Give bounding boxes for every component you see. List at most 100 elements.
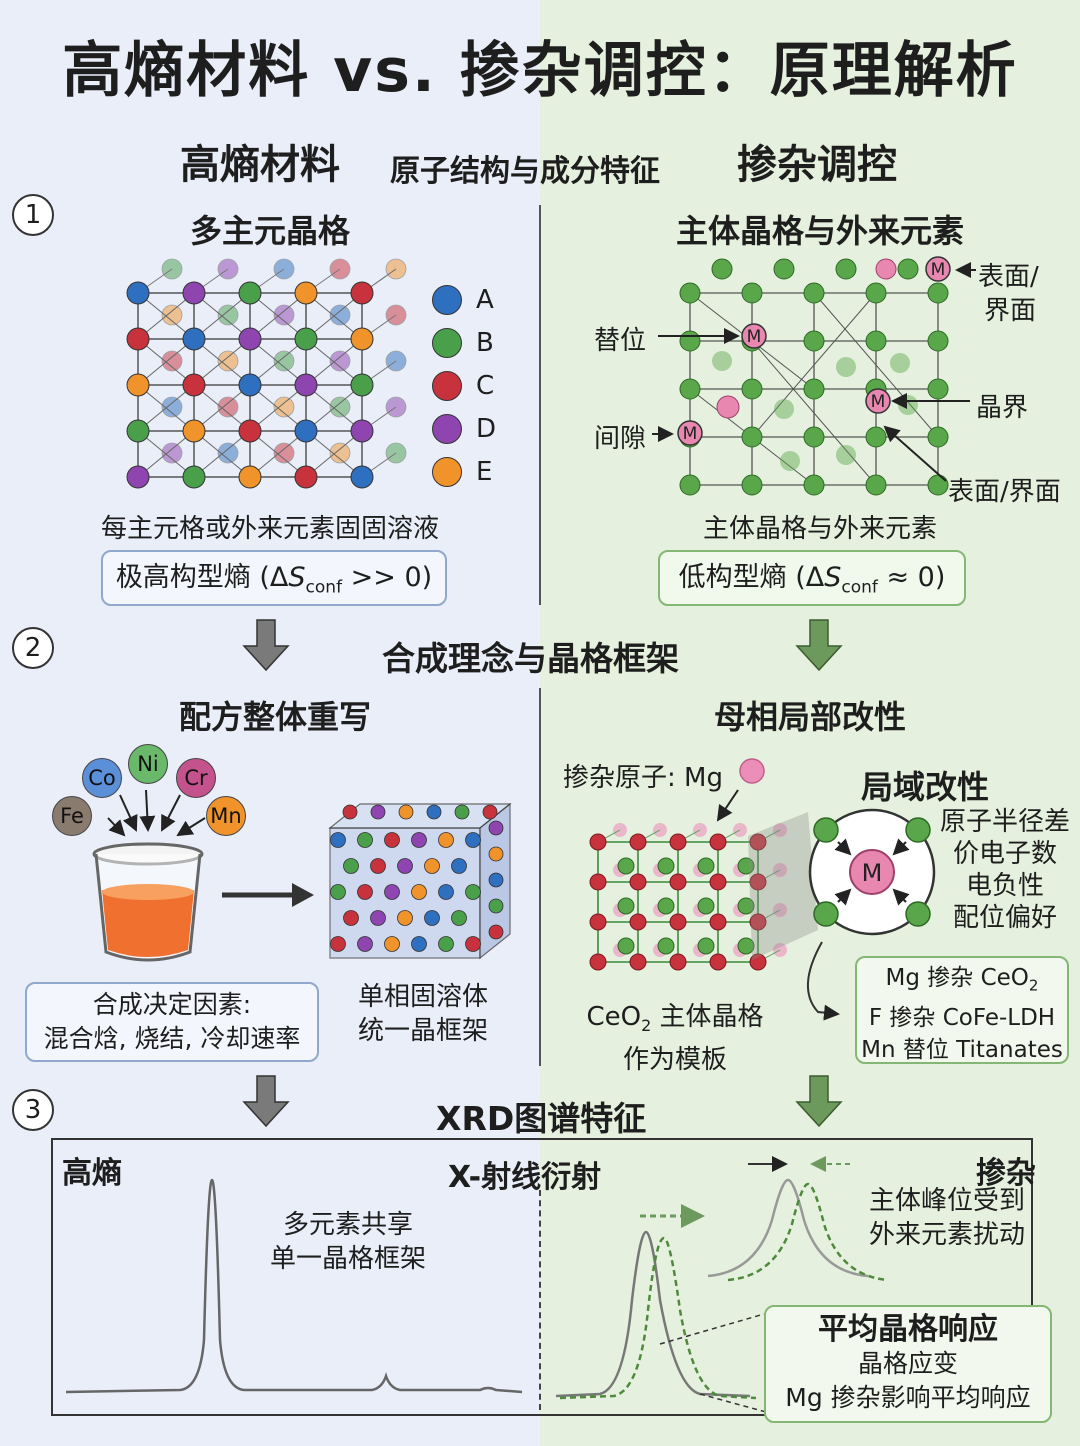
ceo2-oxygen-atom <box>657 857 675 875</box>
legend-item-a: A <box>432 278 496 321</box>
lattice-atom-back <box>329 350 351 372</box>
ceo2-oxygen-atom <box>697 897 715 915</box>
doping-example-0: Mg 掺杂 CeO2 <box>885 965 1039 995</box>
m-dopant-site <box>925 256 951 282</box>
element-bubble-fe: Fe <box>52 796 92 836</box>
lattice-atom <box>238 373 262 397</box>
host-atom-back <box>890 353 910 373</box>
down-arrow-gray-2 <box>242 1075 290 1128</box>
solid-solution-atom <box>343 910 359 926</box>
legend-dot <box>432 327 462 358</box>
peak-shift-note: 主体峰位受到 外来元素扰动 <box>852 1184 1042 1252</box>
doped-peak-curve <box>559 1236 757 1400</box>
solid-solution-atom <box>357 832 373 848</box>
single-phase-line1: 单相固溶体 <box>357 982 488 1012</box>
down-arrow-gray-1 <box>242 619 290 672</box>
legend-label: C <box>476 370 495 401</box>
xrd-high-entropy-label: 高熵 <box>62 1156 122 1191</box>
lattice-atom <box>126 419 150 443</box>
element-bubble-mn: Mn <box>206 796 246 836</box>
element-bubble-cr: Cr <box>176 758 216 798</box>
ceo2-host-line1: CeO2 主体晶格 <box>586 1002 764 1036</box>
local-factors-list: 原子半径差价电子数电负性配位偏好 <box>938 806 1072 934</box>
lattice-atom <box>126 373 150 397</box>
doping-example-1: F 掺杂 CoFe-LDH <box>868 1004 1056 1031</box>
lattice-atom <box>294 327 318 351</box>
lattice-atom-back <box>329 304 351 326</box>
lattice-atom <box>350 373 374 397</box>
header-left: 高熵材料 <box>180 142 340 188</box>
lattice-atom-back <box>217 442 239 464</box>
solid-solution-atom <box>342 804 358 820</box>
host-atom-back <box>774 399 794 419</box>
lattice-atom-back <box>329 442 351 464</box>
host-lattice-title: 主体晶格与外来元素 <box>675 212 964 250</box>
lattice-atom <box>294 373 318 397</box>
m-dopant-site <box>865 388 891 414</box>
ceo2-cerium-atom <box>749 833 767 851</box>
lattice-atom-back <box>273 396 295 418</box>
single-phase-label: 单相固溶体 统一晶框架 <box>338 980 508 1048</box>
ceo2-host-caption: CeO2 主体晶格 作为模板 <box>575 1000 775 1077</box>
recipe-rewrite-title: 配方整体重写 <box>178 698 371 736</box>
ceo2-cerium-atom <box>749 873 767 891</box>
zoom-m-label: M <box>862 859 883 887</box>
section-number-3: 3 <box>12 1089 54 1131</box>
local-factor-1: 价电子数 <box>952 839 1057 869</box>
host-atom <box>927 426 949 448</box>
lattice-atom <box>294 281 318 305</box>
m-dopant-label: M <box>683 424 698 444</box>
dopant-label: 掺杂原子: Mg <box>563 763 723 793</box>
ceo2-oxygen-atom <box>737 857 755 875</box>
host-atom-back <box>836 357 856 377</box>
ceo2-cerium-atom <box>709 913 727 931</box>
solid-solution-atom <box>451 858 467 874</box>
ceo2-host-line2: 作为模板 <box>622 1045 727 1076</box>
inset-doped-peak <box>727 1182 889 1282</box>
solid-solution-cube <box>328 802 512 960</box>
legend-dot <box>432 456 462 487</box>
section-number-2: 2 <box>12 627 54 669</box>
ceo2-cerium-atom <box>669 873 687 891</box>
host-atom <box>679 474 701 496</box>
solid-solution-atom <box>488 846 504 862</box>
synthesis-arrow <box>222 883 314 907</box>
solid-solution-atom <box>426 804 442 820</box>
host-atom <box>741 378 763 400</box>
host-atom <box>679 282 701 304</box>
single-phase-line2: 统一晶框架 <box>357 1016 488 1046</box>
lattice-atom <box>294 419 318 443</box>
solid-solution-atom <box>357 884 373 900</box>
lattice-atom-back <box>217 350 239 372</box>
solid-solution-atom <box>424 910 440 926</box>
solid-solution-atom <box>357 936 373 952</box>
peak-shift-line1: 主体峰位受到 <box>868 1186 1025 1216</box>
ceo2-cerium-atom <box>669 833 687 851</box>
ceo2-cerium-atom <box>589 873 607 891</box>
host-atom <box>741 426 763 448</box>
synthesis-factors-line1: 合成决定因素: <box>92 990 252 1019</box>
host-atom <box>679 378 701 400</box>
solid-solution-atom <box>438 884 454 900</box>
section2-title: 合成理念与晶格框架 <box>382 639 679 678</box>
solid-solution-atom <box>343 858 359 874</box>
solid-solution-atom <box>397 910 413 926</box>
xrd-divider <box>539 1190 541 1410</box>
ceo2-cerium-atom <box>669 913 687 931</box>
header-middle: 原子结构与成分特征 <box>390 154 660 189</box>
down-arrow-green-1 <box>795 619 843 672</box>
multi-principal-lattice-title: 多主元晶格 <box>189 212 350 250</box>
lattice-atom <box>182 281 206 305</box>
ceo2-cerium-atom <box>709 873 727 891</box>
high-entropy-box: 极高构型熵 (ΔSconf >> 0) <box>101 550 447 606</box>
host-atom-back <box>836 445 856 465</box>
legend-dot <box>432 284 462 315</box>
lattice-atom-back <box>161 304 183 326</box>
host-atom <box>927 282 949 304</box>
host-peak-curve <box>555 1230 751 1398</box>
xrd-title: X-射线衍射 <box>448 1160 602 1195</box>
